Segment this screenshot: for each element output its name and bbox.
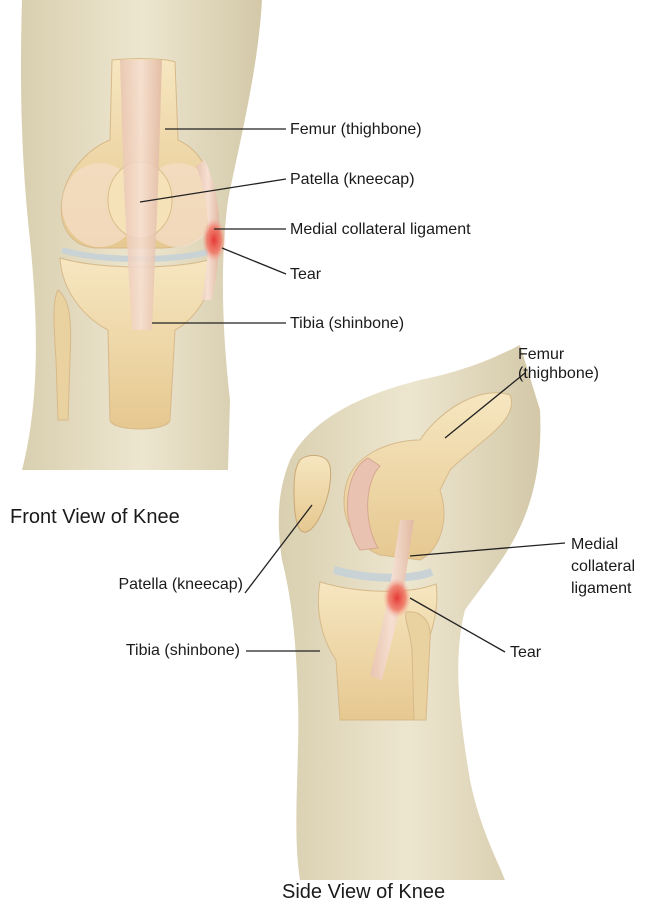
side-femur-label-line1: Femur <box>518 345 564 364</box>
side-mcl-label-line3: ligament <box>571 579 631 598</box>
front-tear-mark <box>202 218 226 262</box>
side-mcl-label-line1: Medial <box>571 535 618 554</box>
front-tear-leader <box>222 248 286 274</box>
front-tibia-label: Tibia (shinbone) <box>290 314 404 333</box>
side-tear-mark <box>383 578 411 618</box>
front-femur-label: Femur (thighbone) <box>290 120 422 139</box>
front-mcl-label: Medial collateral ligament <box>290 220 471 239</box>
side-mcl-label-line2: collateral <box>571 557 635 576</box>
side-tibia-label: Tibia (shinbone) <box>90 641 240 660</box>
side-tear-label: Tear <box>510 643 541 662</box>
front-tear-label: Tear <box>290 265 321 284</box>
front-view-caption: Front View of Knee <box>10 505 180 529</box>
front-view-knee-drawing <box>21 0 262 470</box>
side-femur-label-line2: (thighbone) <box>518 364 599 383</box>
side-patella-label: Patella (kneecap) <box>90 575 243 594</box>
side-view-caption: Side View of Knee <box>282 880 445 904</box>
side-view-knee-drawing <box>279 345 541 880</box>
front-patella-label: Patella (kneecap) <box>290 170 415 189</box>
